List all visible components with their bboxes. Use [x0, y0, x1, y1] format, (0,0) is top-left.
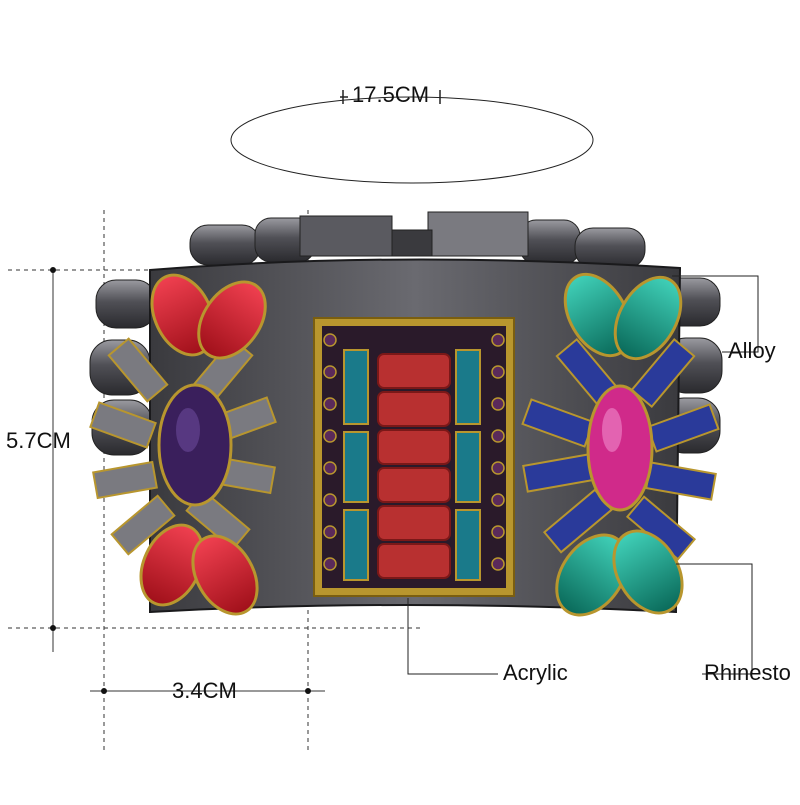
left-flower-cluster: [89, 273, 277, 616]
center-panel: [313, 317, 515, 597]
acrylic-label: Acrylic: [503, 660, 568, 685]
rhinestone-callout-line: [676, 563, 753, 675]
circumference-label: 17.5CM: [352, 82, 430, 107]
rhinestone-label: Rhinesto: [704, 660, 791, 685]
height-label: 5.7CM: [6, 428, 71, 453]
right-flower-cluster: [521, 272, 720, 617]
circumference-oval: [230, 96, 594, 184]
alloy-label: Alloy: [728, 338, 776, 363]
width-label: 3.4CM: [172, 678, 237, 703]
clasp: [299, 211, 529, 257]
alloy-callout-line: [672, 275, 759, 353]
acrylic-callout-line: [407, 598, 498, 675]
